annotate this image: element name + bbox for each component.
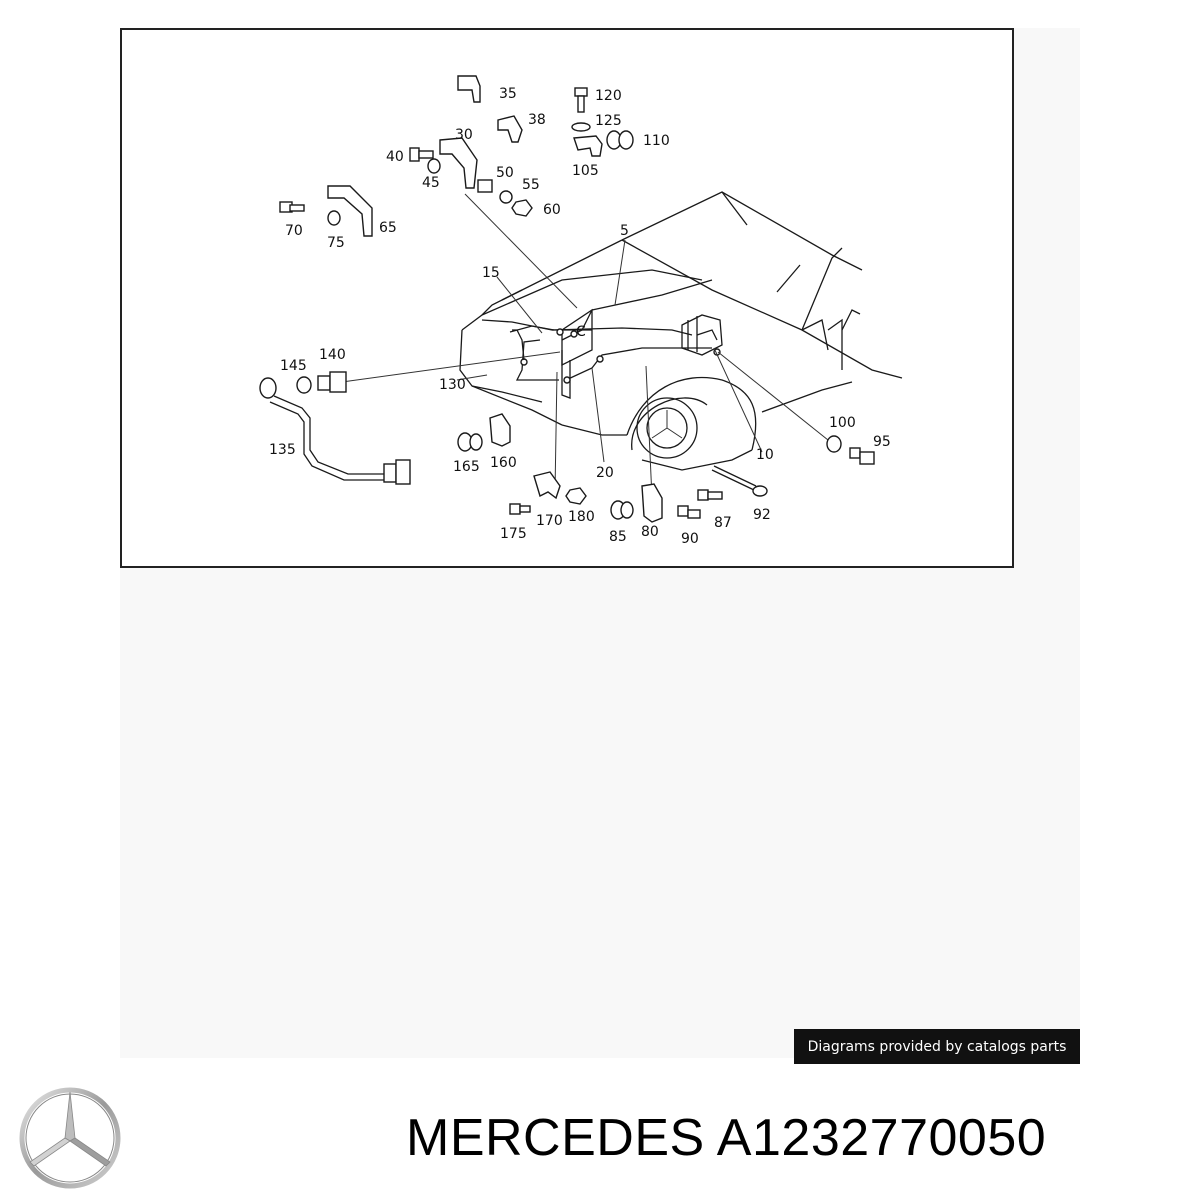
parts-diagram: 5 10 15 20 30 35 38 40 45 50 55 60 65 70… <box>120 28 1014 568</box>
callout-75: 75 <box>327 235 345 251</box>
callout-38: 38 <box>528 112 546 128</box>
part-title: MERCEDES A1232770050 <box>406 1108 1046 1168</box>
leader-lines <box>341 193 829 499</box>
callout-105: 105 <box>572 163 599 179</box>
callout-30: 30 <box>455 127 473 143</box>
callout-120: 120 <box>595 88 622 104</box>
part-shapes <box>259 75 875 523</box>
callout-20: 20 <box>596 465 614 481</box>
callout-160: 160 <box>490 455 517 471</box>
callout-135: 135 <box>269 442 296 458</box>
callout-170: 170 <box>536 513 563 529</box>
callout-165: 165 <box>453 459 480 475</box>
callout-125: 125 <box>595 113 622 129</box>
callout-85: 85 <box>609 529 627 545</box>
part-number: A1232770050 <box>716 1109 1047 1167</box>
callout-110: 110 <box>643 133 670 149</box>
callout-55: 55 <box>522 177 540 193</box>
callout-40: 40 <box>386 149 404 165</box>
brand-name: MERCEDES <box>406 1109 705 1167</box>
callout-5: 5 <box>620 223 629 239</box>
callout-175: 175 <box>500 526 527 542</box>
credit-banner: Diagrams provided by catalogs parts <box>794 1029 1080 1064</box>
callout-87: 87 <box>714 515 732 531</box>
callout-50: 50 <box>496 165 514 181</box>
callout-180: 180 <box>568 509 595 525</box>
callout-92: 92 <box>753 507 771 523</box>
callout-80: 80 <box>641 524 659 540</box>
mercedes-star-icon <box>19 1087 121 1189</box>
callout-140: 140 <box>319 347 346 363</box>
callout-labels: 5 10 15 20 30 35 38 40 45 50 55 60 65 70… <box>269 86 891 547</box>
callout-10: 10 <box>756 447 774 463</box>
credit-text: Diagrams provided by catalogs parts <box>807 1038 1067 1055</box>
callout-95: 95 <box>873 434 891 450</box>
inset-letter-c: C <box>576 324 586 340</box>
callout-65: 65 <box>379 220 397 236</box>
parts-diagram-drawing: 5 10 15 20 30 35 38 40 45 50 55 60 65 70… <box>259 75 903 547</box>
callout-90: 90 <box>681 531 699 547</box>
callout-45: 45 <box>422 175 440 191</box>
callout-60: 60 <box>543 202 561 218</box>
callout-100: 100 <box>829 415 856 431</box>
callout-70: 70 <box>285 223 303 239</box>
callout-130: 130 <box>439 377 466 393</box>
callout-145: 145 <box>280 358 307 374</box>
callout-35: 35 <box>499 86 517 102</box>
callout-15: 15 <box>482 265 500 281</box>
